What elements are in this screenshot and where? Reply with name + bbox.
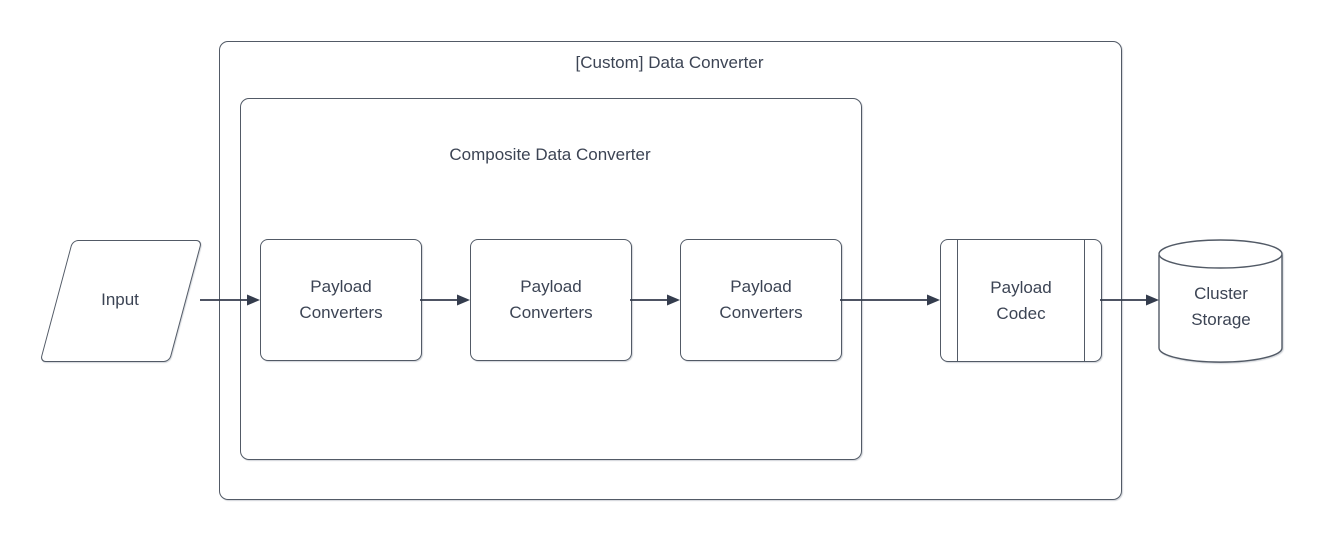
payload-converters-node-1: Payload Converters (260, 239, 422, 361)
payload-codec-label: Payload Codec (990, 277, 1052, 323)
outer-group-title: [Custom] Data Converter (575, 53, 764, 72)
cluster-storage-label: Cluster Storage (1159, 252, 1283, 362)
codec-left-bar (957, 240, 959, 361)
outer-group-custom-data-converter (219, 41, 1122, 500)
inner-group-title: Composite Data Converter (449, 145, 651, 164)
payload-converters-label-1: Payload Converters (299, 277, 383, 322)
payload-codec-node: Payload Codec (940, 239, 1102, 362)
payload-converters-label-3: Payload Converters (719, 277, 803, 322)
inner-group-composite-data-converter (240, 98, 862, 460)
payload-converters-label-2: Payload Converters (509, 277, 593, 322)
payload-converters-node-3: Payload Converters (680, 239, 842, 361)
payload-converters-node-2: Payload Converters (470, 239, 632, 361)
input-node-shape (39, 240, 203, 362)
codec-right-bar (1083, 240, 1085, 361)
cluster-storage-label-text: Cluster Storage (1191, 284, 1251, 329)
